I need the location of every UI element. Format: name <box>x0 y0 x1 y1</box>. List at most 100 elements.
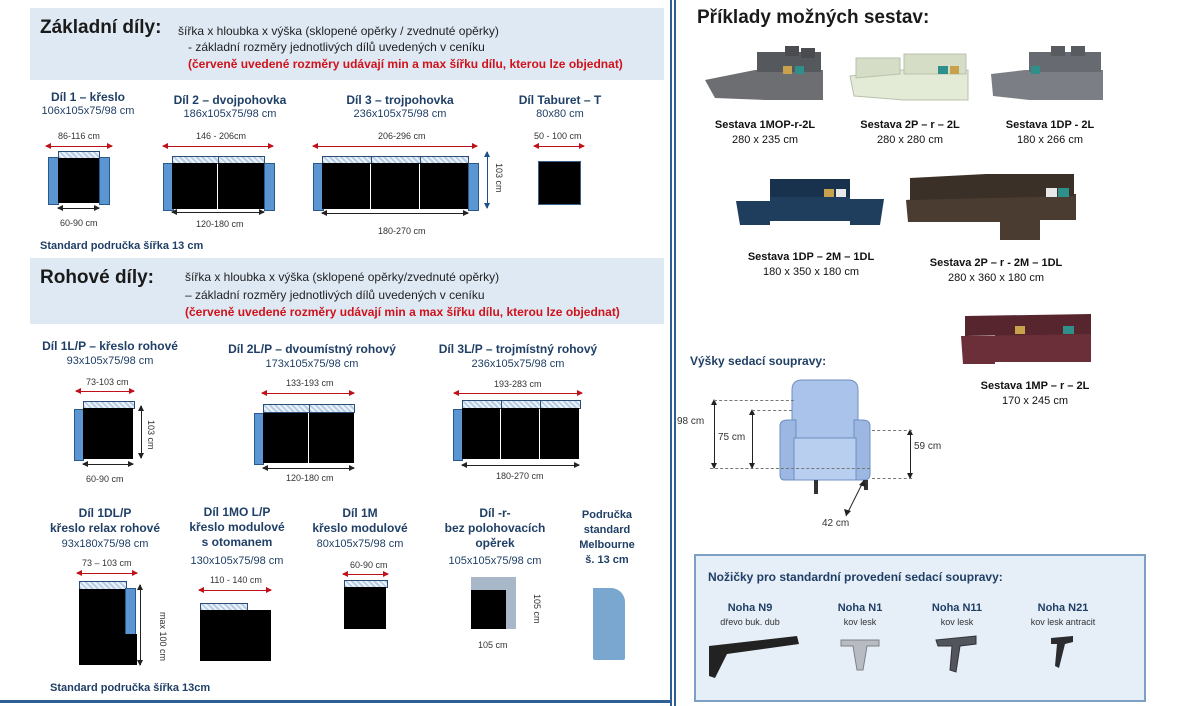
set5-image <box>906 174 1076 240</box>
part2-bottom-range: 120-180 cm <box>196 219 244 229</box>
part3-side-range: 103 cm <box>494 163 504 193</box>
part3-side-arrow <box>484 151 490 209</box>
more4-title-line1: Díl -r- <box>479 506 511 520</box>
leg2-image <box>840 639 880 671</box>
set1-dims: 280 x 235 cm <box>731 134 799 146</box>
leg4-image <box>1051 636 1073 668</box>
more3-dims: 80x105x75/98 cm <box>316 538 404 550</box>
corner3-dims: 236x105x75/98 cm <box>471 358 565 370</box>
part-taburet-top-range: 50 - 100 cm <box>534 131 582 141</box>
corner3-top-range: 193-283 cm <box>494 379 542 389</box>
left-right-divider <box>670 0 676 706</box>
part2-bottom-arrow <box>171 209 265 215</box>
part3-top-arrow <box>312 143 478 149</box>
set6-pillow-a <box>1015 326 1025 334</box>
armchair-back <box>791 379 859 439</box>
more4-title: Díl -r- bez polohovacích opěrek <box>430 506 560 551</box>
set5-shape <box>906 194 1076 240</box>
set5-back <box>910 174 1074 200</box>
part3-dims: 236x105x75/98 cm <box>353 108 447 120</box>
leg2-shape <box>840 639 880 671</box>
leg2-sub: kov lesk <box>843 617 877 627</box>
armchair-image <box>779 379 871 494</box>
corner2-dims: 173x105x75/98 cm <box>265 358 359 370</box>
set6-shape <box>961 332 1091 364</box>
more2-title: Díl 1MO L/P křeslo modulové s otomanem <box>180 505 294 550</box>
d42-arrow <box>844 479 866 517</box>
set6-pillow-b <box>1063 326 1074 334</box>
set1-title: Sestava 1MOP-r-2L <box>714 119 816 131</box>
more1-side-arrow <box>137 584 143 666</box>
leg1-image <box>709 636 799 678</box>
corner-desc-line3: (červeně uvedené rozměry udávají min a m… <box>185 305 620 319</box>
corner3-bottom-range: 180-270 cm <box>496 471 544 481</box>
set6-image <box>961 314 1091 364</box>
more2-title-line3: s otomanem <box>201 535 273 549</box>
part1-title: Díl 1 – křeslo <box>50 90 126 104</box>
leg3-sub: kov lesk <box>940 617 974 627</box>
armrest-label-line4: š. 13 cm <box>585 554 629 566</box>
h59-label: 59 cm <box>914 441 942 452</box>
set4-shape <box>736 195 884 225</box>
leg1-sub: dřevo buk. dub <box>720 617 780 627</box>
set3-headrest <box>1051 46 1085 56</box>
legs-panel <box>694 554 1146 702</box>
set5-title: Sestava 2P – r - 2M – 1DL <box>929 257 1063 269</box>
more1-top-arrow <box>76 570 138 576</box>
more4-dims: 105x105x75/98 cm <box>448 555 542 567</box>
part1-top-range: 86-116 cm <box>58 131 100 141</box>
corner1-side-range: 103 cm <box>146 420 156 450</box>
h59-top-line <box>872 430 912 431</box>
set3-image <box>991 46 1103 100</box>
set1-pillow-a <box>783 66 792 74</box>
corner1-bottom-arrow <box>82 461 134 467</box>
left-bottom-line <box>0 700 670 703</box>
legs-title: Nožičky pro standardní provedení sedací … <box>708 570 1003 584</box>
basic-title: Základní díly: <box>40 17 162 38</box>
more3-title: Díl 1M křeslo modulové <box>305 506 415 536</box>
set5-pillow-b <box>1058 188 1069 197</box>
set4-pillow-a <box>824 189 834 197</box>
armrest-label-line1: Područka <box>581 509 633 521</box>
leg4-shape <box>1051 636 1073 668</box>
more4-bottom-range: 105 cm <box>478 640 508 650</box>
part3-bottom-arrow <box>321 210 469 216</box>
corner1-bottom-range: 60-90 cm <box>86 474 124 484</box>
more3-title-line2: křeslo modulové <box>312 521 408 535</box>
basic-header-band <box>30 8 664 80</box>
corner1-side-arrow <box>138 405 144 459</box>
corner1-dims: 93x105x75/98 cm <box>66 355 154 367</box>
corner3-top-arrow <box>453 390 583 396</box>
corner1-top-range: 73-103 cm <box>86 377 129 387</box>
set1-headrest <box>785 46 815 58</box>
set3-back <box>1029 52 1101 72</box>
part-taburet-dims: 80x80 cm <box>536 108 584 120</box>
basic-desc-line3: (červeně uvedené rozměry udávají min a m… <box>188 57 623 71</box>
corner-desc-line1: šířka x hloubka x výška (sklopené opěrky… <box>185 270 500 284</box>
armrest-label-line2: standard <box>583 524 631 536</box>
basic-desc-line2: - základní rozměry jednotlivých dílů uve… <box>188 40 485 54</box>
set3-pillow <box>1031 66 1040 74</box>
corner2-bottom-range: 120-180 cm <box>286 473 334 483</box>
floor-line <box>710 468 870 469</box>
part2-dims: 186x105x75/98 cm <box>183 108 277 120</box>
more1-dims: 93x180x75/98 cm <box>61 538 149 550</box>
corner2-top-arrow <box>261 390 355 396</box>
basic-armrest-note: Standard područka šířka 13 cm <box>40 240 204 252</box>
h75-top-line <box>752 410 792 411</box>
part1-bottom-range: 60-90 cm <box>60 218 98 228</box>
part2-title: Díl 2 – dvojpohovka <box>173 93 287 107</box>
more1-side-range: max 100 cm <box>158 612 168 662</box>
set3-title: Sestava 1DP - 2L <box>1005 119 1095 131</box>
set6-dims: 170 x 245 cm <box>1001 395 1069 407</box>
corner-header-band <box>30 258 664 324</box>
leg1-shape <box>709 636 799 678</box>
corner-desc-line2: – základní rozměry jednotlivých dílů uve… <box>185 288 485 302</box>
leg3-title: Noha N11 <box>931 602 983 614</box>
more1-title: Díl 1DL/P křeslo relax rohové <box>30 506 180 536</box>
corner3-bottom-arrow <box>461 462 580 468</box>
part1-bottom-arrow <box>57 205 100 211</box>
corner2-title: Díl 2L/P – dvoumístný rohový <box>228 342 396 356</box>
more3-top-arrow <box>342 571 389 577</box>
h59-arrow <box>907 429 913 479</box>
